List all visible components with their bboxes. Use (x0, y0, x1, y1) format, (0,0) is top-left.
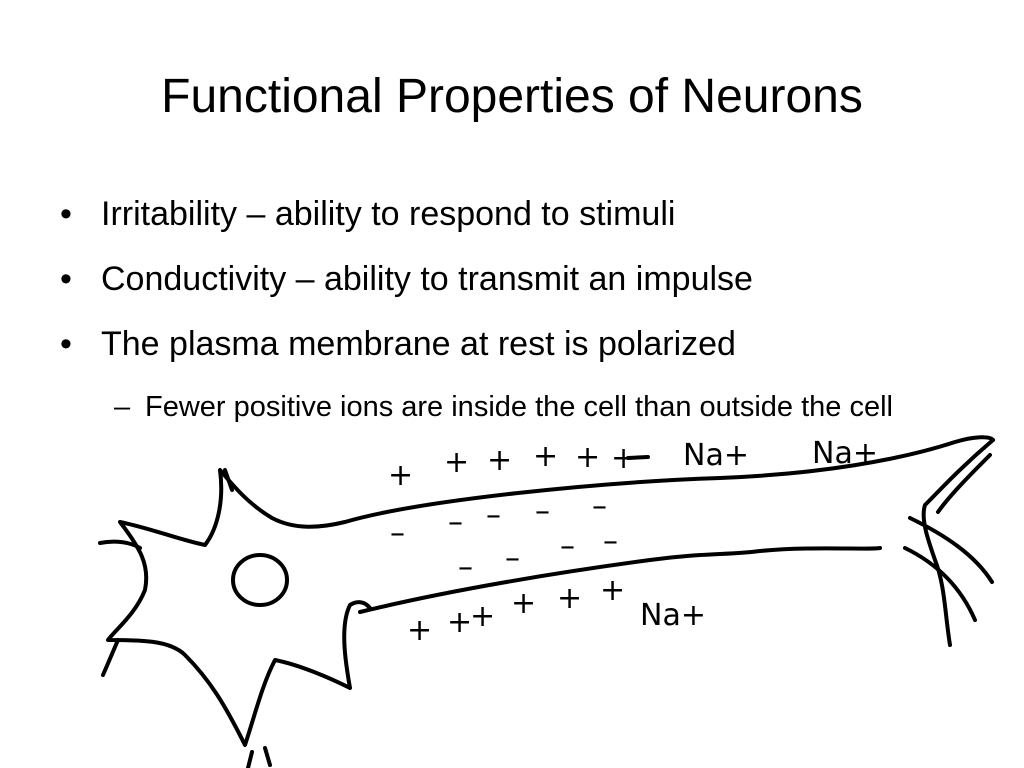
bullet-text: Conductivity – ability to transmit an im… (101, 260, 753, 298)
charge-minus: – (603, 524, 618, 559)
bullet-marker: • (60, 325, 72, 363)
charge-plus: + (557, 581, 582, 616)
dendrite-stroke (101, 638, 120, 677)
charge-minus: – (448, 505, 463, 540)
dendrite-stroke (98, 539, 142, 550)
bullet-text: Irritability – ability to respond to sti… (101, 195, 676, 233)
sodium-label: Na+ (683, 438, 749, 473)
bullet-text: The plasma membrane at rest is polarized (101, 325, 736, 363)
charge-plus: + (407, 613, 432, 648)
nucleus (231, 553, 289, 607)
sub-bullet-text: Fewer positive ions are inside the cell … (145, 391, 893, 423)
dendrite-stroke (223, 468, 234, 492)
neuron-cell-body-outline (106, 468, 372, 747)
sodium-label: Na+ (640, 598, 706, 633)
bullet-irritability: • Irritability – ability to respond to s… (60, 188, 1000, 253)
bullet-polarized: • The plasma membrane at rest is polariz… (60, 318, 1000, 383)
charge-minus: – (458, 550, 473, 585)
charge-plus: + (447, 605, 472, 640)
axon-terminal (908, 516, 994, 584)
axon-terminal (921, 438, 995, 647)
bullet-marker: • (60, 195, 72, 233)
sodium-label: Na+ (812, 436, 878, 471)
bullet-conductivity: • Conductivity – ability to transmit an … (60, 253, 1000, 318)
sub-bullet-marker: – (114, 391, 131, 423)
axon-terminal (903, 546, 977, 622)
bullet-list: • Irritability – ability to respond to s… (60, 188, 1000, 383)
charge-minus: – (486, 498, 501, 533)
charge-plus: + (511, 586, 536, 621)
charge-minus: – (560, 529, 575, 564)
axon-top-edge (343, 435, 995, 524)
charge-plus: + (487, 443, 512, 478)
charge-plus: + (388, 458, 413, 493)
bullet-marker: • (60, 260, 72, 298)
dendrite-stroke (246, 746, 272, 768)
sub-bullet-fewer-positive-ions: – Fewer positive ions are inside the cel… (114, 384, 977, 430)
charge-plus: + (533, 439, 558, 474)
charge-plus: + (575, 440, 600, 475)
charge-stroke (626, 455, 650, 460)
charge-plus: + (470, 599, 495, 634)
charge-minus: – (592, 489, 607, 524)
charge-plus: + (444, 445, 469, 480)
charge-minus: – (390, 516, 405, 551)
slide-title: Functional Properties of Neurons (161, 70, 863, 123)
charge-minus: – (505, 541, 520, 576)
axon-bottom-edge (358, 546, 882, 614)
charge-plus: + (600, 573, 625, 608)
axon-terminal (936, 453, 992, 514)
charge-minus: – (535, 494, 550, 529)
